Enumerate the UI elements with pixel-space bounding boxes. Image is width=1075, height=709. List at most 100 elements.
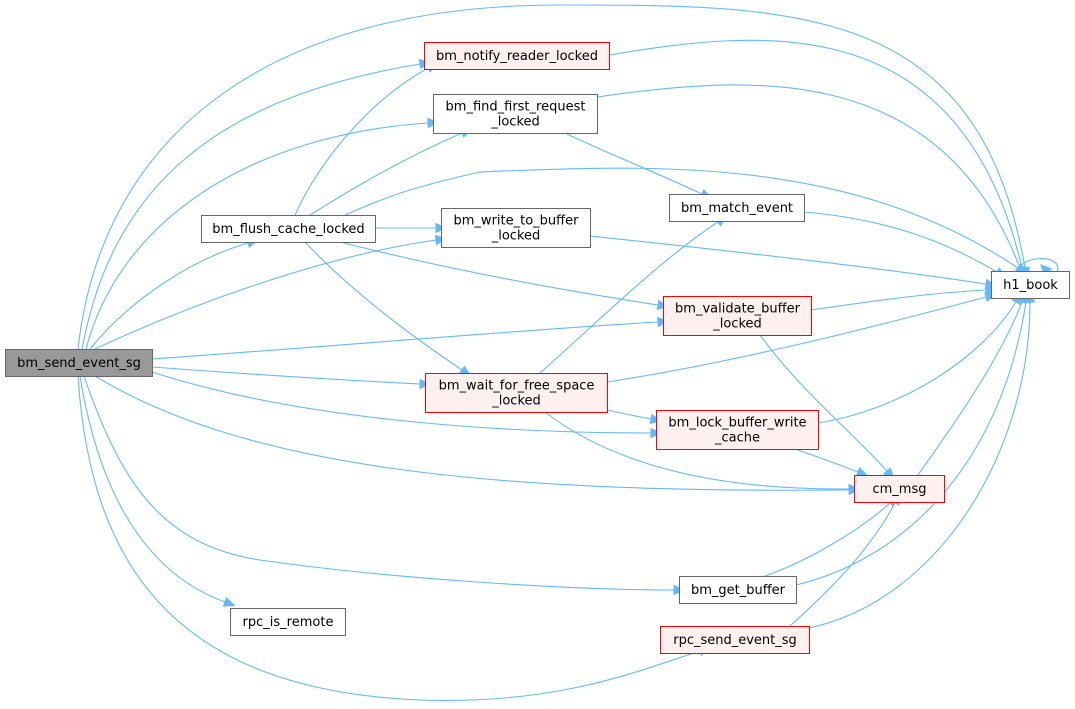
node-label: cm_msg <box>873 482 927 497</box>
node-box[interactable] <box>854 475 945 503</box>
edge-line <box>803 211 998 273</box>
edge-line <box>764 502 891 577</box>
node-bm-find-first-request-locked[interactable]: bm_find_first_request_locked <box>433 94 598 134</box>
edge-bm_send_event_sg-to-bm_flush_cache_locked <box>89 238 259 350</box>
edge-line <box>789 502 896 627</box>
edge-line <box>794 448 859 473</box>
node-bm-get-buffer[interactable]: bm_get_buffer <box>679 576 797 604</box>
edge-line <box>151 321 659 360</box>
node-label: _locked <box>490 115 540 130</box>
node-label: bm_notify_reader_locked <box>436 49 598 64</box>
edge-line <box>589 235 987 285</box>
edge-bm_find_first_request_locked-to-bm_match_event <box>564 132 713 199</box>
node-label: h1_book <box>1003 278 1058 293</box>
node-label: bm_validate_buffer <box>675 302 801 317</box>
edge-bm_flush_cache_locked-to-bm_find_first_request_locked <box>309 128 473 216</box>
edge-bm_flush_cache_locked-to-bm_notify_reader_locked <box>294 62 438 216</box>
edge-line <box>151 371 652 434</box>
edge-bm_flush_cache_locked-to-bm_validate_buffer_locked <box>339 241 670 311</box>
node-label: rpc_is_remote <box>243 615 334 630</box>
edge-line <box>564 132 703 195</box>
edge-line <box>77 375 701 702</box>
node-box[interactable] <box>201 215 376 243</box>
edge-line <box>795 301 1027 586</box>
node-box[interactable] <box>230 608 346 636</box>
node-bm-lock-buffer-write-cache[interactable]: bm_lock_buffer_write_cache <box>656 410 819 450</box>
nodes-layer: bm_send_event_sg bm_notify_reader_lockedb… <box>5 42 1070 654</box>
edge-bm_find_first_request_locked-to-h1_book <box>596 84 1025 279</box>
node-box[interactable] <box>424 42 610 70</box>
edge-bm_send_event_sg-to-bm_validate_buffer_locked <box>151 316 670 360</box>
node-bm-notify-reader-locked[interactable]: bm_notify_reader_locked <box>424 42 610 70</box>
node-label: bm_wait_for_free_space <box>439 379 595 394</box>
node-bm-flush-cache-locked[interactable]: bm_flush_cache_locked <box>201 215 376 243</box>
node-box[interactable] <box>425 373 608 413</box>
node-box[interactable] <box>679 576 797 604</box>
node-bm-write-to-buffer-locked[interactable]: bm_write_to_buffer_locked <box>441 208 591 248</box>
edge-bm_send_event_sg-to-rpc_send_event_sg <box>77 375 711 702</box>
edge-line <box>94 239 437 350</box>
edge-line <box>808 301 1031 629</box>
edge-line <box>294 67 429 216</box>
edge-bm_send_event_sg-to-bm_notify_reader_locked <box>81 58 432 350</box>
edge-bm_wait_for_free_space_locked-to-bm_lock_buffer_write_cache <box>606 409 663 425</box>
node-box[interactable] <box>441 208 591 248</box>
node-bm-validate-buffer-locked[interactable]: bm_validate_buffer_locked <box>663 296 812 336</box>
edge-line <box>85 122 429 350</box>
node-box[interactable] <box>433 94 598 134</box>
edge-line <box>77 4 1026 350</box>
node-box[interactable] <box>663 296 812 336</box>
edge-line <box>596 84 1021 269</box>
edge-line <box>344 167 1019 269</box>
edge-line <box>304 241 463 371</box>
node-label: bm_write_to_buffer <box>454 214 580 229</box>
edge-bm_flush_cache_locked-to-bm_write_to_buffer_locked <box>375 222 448 234</box>
node-box[interactable] <box>5 349 153 377</box>
edge-line <box>606 409 652 420</box>
node-h1-book[interactable]: h1_book <box>991 271 1070 299</box>
edge-bm_send_event_sg-to-bm_write_to_buffer_locked <box>94 234 448 350</box>
edge-line <box>83 375 675 591</box>
edge-bm_write_to_buffer_locked-to-h1_book <box>589 235 998 290</box>
edge-line <box>539 221 719 374</box>
edge-line <box>817 301 1017 424</box>
edge-line <box>94 375 850 491</box>
node-label: _locked <box>712 317 762 332</box>
edge-line <box>339 241 659 306</box>
node-label: bm_match_event <box>681 201 793 216</box>
edge-line <box>81 63 421 350</box>
node-bm-send-event-sg[interactable]: bm_send_event_sg <box>5 349 153 377</box>
node-rpc-is-remote[interactable]: rpc_is_remote <box>230 608 346 636</box>
node-label: rpc_send_event_sg <box>673 633 797 648</box>
node-box[interactable] <box>656 410 819 450</box>
edge-line <box>606 296 987 383</box>
node-label: bm_send_event_sg <box>17 356 141 371</box>
node-bm-wait-for-free-space-locked[interactable]: bm_wait_for_free_space_locked <box>425 373 608 413</box>
edge-line <box>309 132 463 216</box>
edge-line <box>151 366 421 385</box>
edge-bm_send_event_sg-to-bm_wait_for_free_space_locked <box>151 366 432 390</box>
edge-arrowhead <box>855 466 869 477</box>
node-rpc-send-event-sg[interactable]: rpc_send_event_sg <box>660 626 810 654</box>
node-bm-match-event[interactable]: bm_match_event <box>669 194 805 222</box>
edge-bm_get_buffer-to-cm_msg <box>764 495 899 577</box>
edge-line <box>89 242 249 350</box>
node-label: bm_flush_cache_locked <box>212 222 364 237</box>
node-box[interactable] <box>669 194 805 222</box>
edge-bm_get_buffer-to-h1_book <box>795 290 1032 586</box>
edge-line <box>759 334 888 472</box>
edge-cm_msg-to-h1_book <box>917 291 1027 476</box>
node-label: bm_find_first_request <box>446 100 586 115</box>
edge-bm_validate_buffer_locked-to-cm_msg <box>759 334 895 480</box>
edge-rpc_send_event_sg-to-cm_msg <box>789 493 901 627</box>
edge-bm_match_event-to-h1_book <box>803 211 1007 278</box>
edge-line <box>917 301 1023 476</box>
node-label: bm_get_buffer <box>691 583 786 598</box>
edge-bm_lock_buffer_write_cache-to-h1_book <box>817 292 1022 424</box>
node-box[interactable] <box>660 626 810 654</box>
node-label: _cache <box>714 431 760 446</box>
node-cm-msg[interactable]: cm_msg <box>854 475 945 503</box>
edge-bm_send_event_sg-to-rpc_is_remote <box>79 375 236 607</box>
node-box[interactable] <box>991 271 1070 299</box>
